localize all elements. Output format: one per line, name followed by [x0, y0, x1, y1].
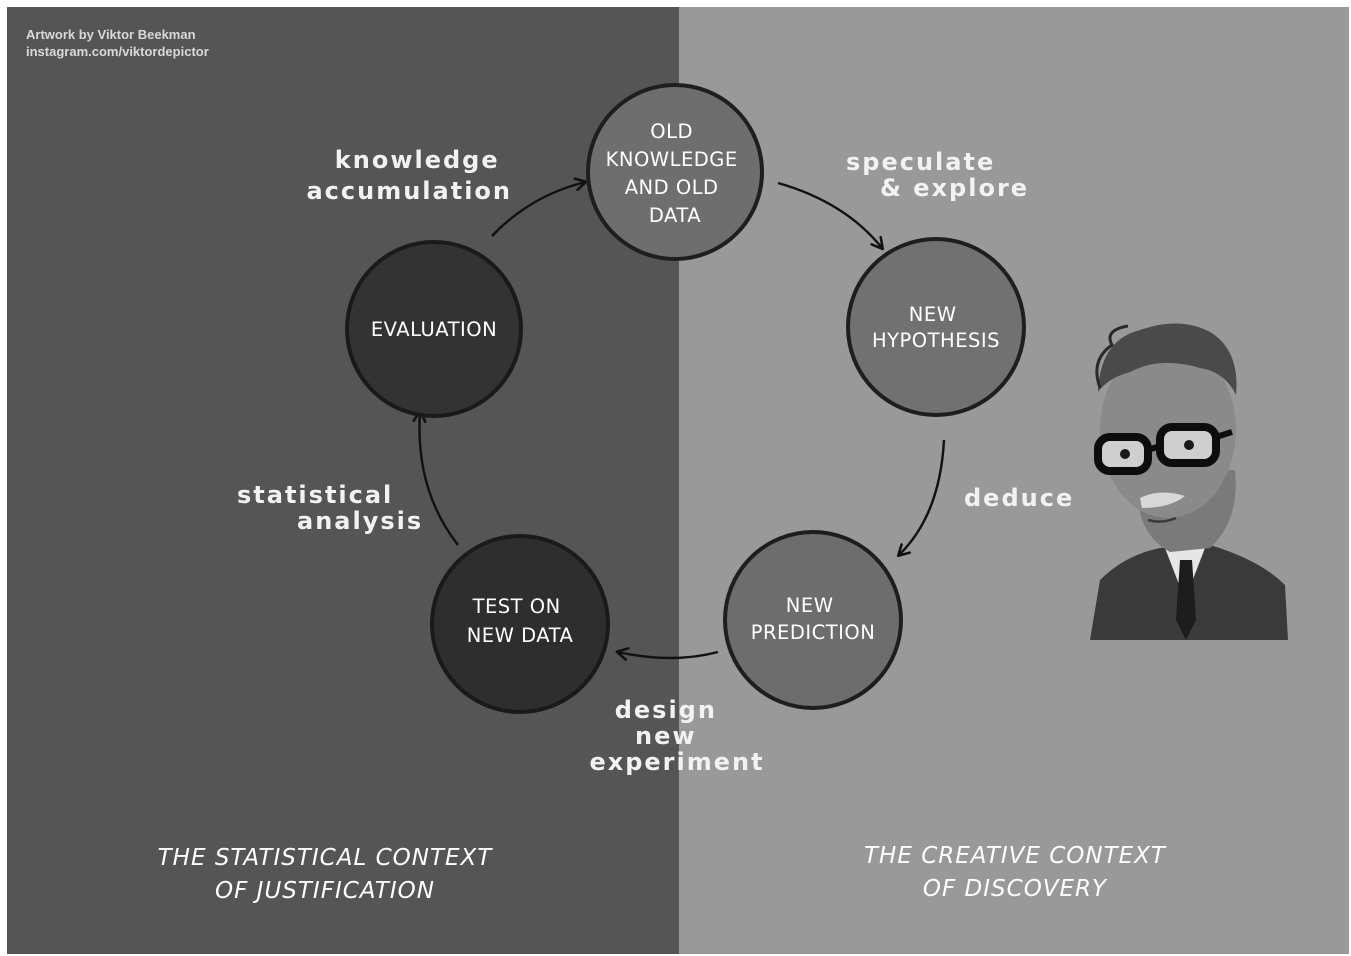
statistical-context-title: THE STATISTICAL CONTEXT OF JUSTIFICATION: [157, 845, 493, 904]
node-new-prediction-label: NEW PREDICTION: [751, 594, 876, 644]
node-evaluation-label: EVALUATION: [371, 318, 497, 341]
portrait-illustration: [1090, 323, 1288, 640]
edge-label-knowledge-accumulation: knowledge accumulation: [306, 146, 512, 205]
edge-label-design-new-experiment: design new experiment: [589, 696, 764, 776]
creative-context-title: THE CREATIVE CONTEXT OF DISCOVERY: [864, 843, 1166, 902]
arrow-hypothesis-to-prediction: [899, 439, 946, 555]
arrow-prediction-to-test: [618, 652, 719, 658]
edge-label-speculate-explore: speculate & explore: [846, 148, 1029, 202]
node-evaluation: EVALUATION: [345, 240, 523, 418]
node-old-knowledge: OLD KNOWLEDGE AND OLD DATA: [586, 83, 764, 261]
artwork-credit: Artwork by Viktor Beekman instagram.com/…: [26, 26, 209, 60]
node-test-on-new-data: TEST ON NEW DATA: [430, 534, 610, 714]
creative-context-panel: [679, 7, 1349, 954]
arrow-evaluation-to-old-knowledge: [491, 182, 585, 237]
edge-label-deduce: deduce: [964, 484, 1074, 512]
credit-link: instagram.com/viktordepictor: [26, 44, 209, 59]
node-test-on-new-data-label: TEST ON NEW DATA: [467, 595, 574, 647]
edge-label-statistical-analysis: statistical analysis: [237, 481, 423, 535]
node-new-hypothesis-label: NEW HYPOTHESIS: [872, 303, 1000, 352]
node-old-knowledge-label: OLD KNOWLEDGE AND OLD DATA: [606, 120, 745, 227]
credit-author: Artwork by Viktor Beekman: [26, 27, 196, 42]
arrow-test-to-evaluation: [419, 412, 459, 546]
node-new-prediction: NEW PREDICTION: [723, 530, 903, 710]
arrow-old-knowledge-to-hypothesis: [777, 181, 882, 248]
statistical-context-panel: [7, 7, 679, 954]
node-new-hypothesis: NEW HYPOTHESIS: [846, 237, 1026, 417]
